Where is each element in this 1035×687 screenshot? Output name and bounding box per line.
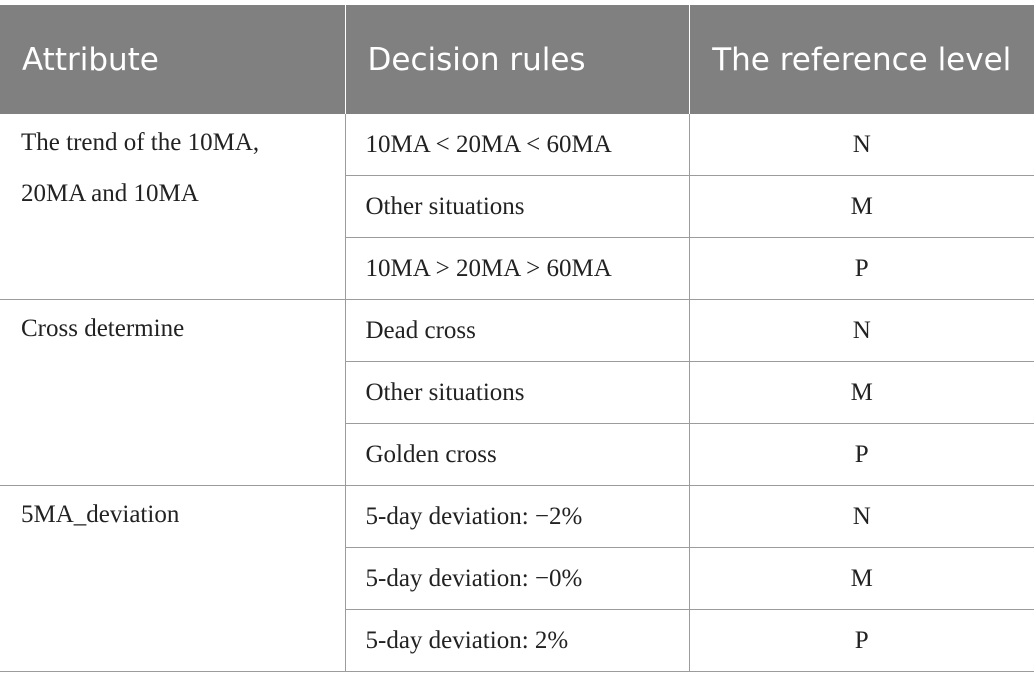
table-body: The trend of the 10MA, 20MA and 10MA 10M… (0, 114, 1034, 672)
rule-cell: Other situations (344, 361, 689, 424)
level-cell: M (688, 547, 1034, 610)
level-cell: P (688, 609, 1034, 672)
level-cell: M (688, 361, 1034, 424)
table-header: Attribute Decision rules The reference l… (0, 5, 1034, 114)
table-row: Other situations M (0, 361, 1034, 424)
attribute-label: The trend of the 10MA, 20MA and 10MA (21, 129, 260, 207)
level-cell: N (688, 299, 1034, 362)
rule-cell: 5-day deviation: −0% (344, 547, 689, 610)
rule-cell: Dead cross (344, 299, 689, 362)
attribute-label: 5MA_deviation (21, 501, 180, 528)
table-row: Cross determine Dead cross N (0, 299, 1034, 486)
table-row: 5MA_deviation 5-day deviation: −2% N (0, 485, 1034, 672)
decision-rules-table: Attribute Decision rules The reference l… (0, 5, 1034, 672)
table-row: Other situations M (0, 175, 1034, 238)
rule-cell: Golden cross (344, 423, 689, 486)
decision-rules-table-container: Attribute Decision rules The reference l… (0, 5, 1034, 672)
rule-cell: 10MA < 20MA < 60MA (344, 114, 689, 176)
header-decision-rules: Decision rules (344, 5, 689, 114)
table-row: Golden cross P (0, 423, 1034, 486)
attribute-label: Cross determine (21, 315, 185, 342)
level-cell: N (688, 114, 1034, 176)
level-cell: N (688, 485, 1034, 548)
header-reference-level: The reference level (688, 5, 1034, 114)
attribute-cell: The trend of the 10MA, 20MA and 10MA (0, 114, 345, 300)
level-cell: P (688, 237, 1034, 300)
table-row: 5-day deviation: 2% P (0, 609, 1034, 672)
header-attribute: Attribute (0, 5, 345, 114)
table-row: 10MA > 20MA > 60MA P (0, 237, 1034, 300)
rule-cell: 10MA > 20MA > 60MA (344, 237, 689, 300)
attribute-cell: Cross determine (0, 299, 345, 486)
header-row: Attribute Decision rules The reference l… (0, 5, 1034, 114)
table-row: 5-day deviation: −0% M (0, 547, 1034, 610)
table-row: The trend of the 10MA, 20MA and 10MA 10M… (0, 114, 1034, 300)
rule-cell: Other situations (344, 175, 689, 238)
level-cell: P (688, 423, 1034, 486)
level-cell: M (688, 175, 1034, 238)
attribute-cell: 5MA_deviation (0, 485, 345, 672)
rule-cell: 5-day deviation: 2% (344, 609, 689, 672)
rule-cell: 5-day deviation: −2% (344, 485, 689, 548)
